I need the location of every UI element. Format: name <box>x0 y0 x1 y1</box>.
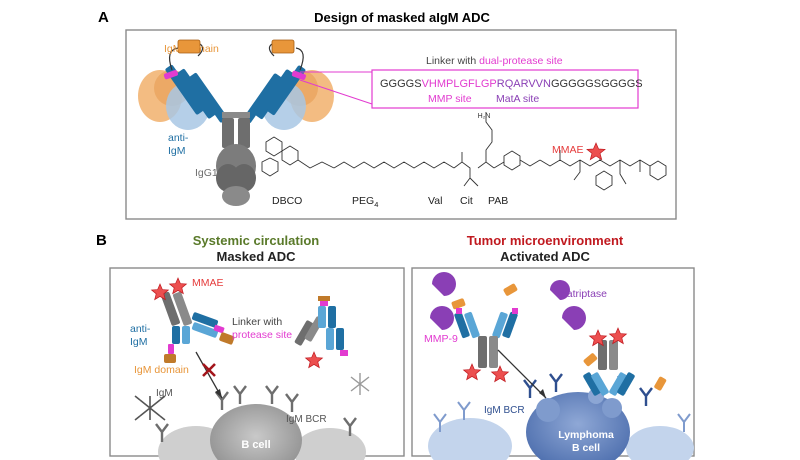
igm-domain-block-left <box>177 39 201 54</box>
protease-icon <box>432 272 456 296</box>
igm-bcr-receptors-left <box>155 385 357 442</box>
lymphoma-label-line2: B cell <box>572 442 600 454</box>
cleaved-igm-domain <box>583 353 598 367</box>
mmae-label-a: MMAE <box>552 144 584 156</box>
right-subheading: Activated ADC <box>500 249 590 264</box>
panel-a-title: Design of masked aIgM ADC <box>314 10 490 25</box>
binding-arrow <box>497 349 547 399</box>
panel-a-frame <box>125 29 677 220</box>
igm-domain-label-b: IgM domain <box>134 364 189 376</box>
linker-sequence: GGGGSVHMPLGFLGPRQARVVNGGGGGSGGGGS <box>380 78 643 90</box>
mmae-star-icon <box>304 351 324 369</box>
drug-linker-structure <box>261 112 667 191</box>
right-heading: Tumor microenvironment <box>467 233 624 248</box>
mmae-star-icon <box>462 363 482 381</box>
igg1-label: IgG1 <box>195 167 218 179</box>
mmae-star-icon <box>608 327 628 345</box>
dbco-label: DBCO <box>272 195 302 207</box>
mmae-label-b: MMAE <box>192 277 224 289</box>
anti-igm-label-b-line1: anti- <box>130 323 151 335</box>
linker-sequence-box <box>371 69 639 109</box>
activated-adc <box>454 308 518 368</box>
panel-b-letter: B <box>96 232 107 249</box>
anti-igm-label-a-line2: IgM <box>168 145 186 157</box>
bound-adc <box>583 340 635 396</box>
block-x-icon <box>202 363 216 377</box>
masked-adc-left <box>160 291 235 363</box>
mmae-star-icon <box>588 329 608 347</box>
mmae-star-icon <box>490 365 510 383</box>
soluble-igm-icon-2 <box>350 373 370 395</box>
lymphoma-label-line1: Lymphoma <box>558 429 614 441</box>
mmp9-protease-icon <box>430 306 454 330</box>
mmae-star-icon <box>150 283 170 301</box>
lymphoma-cell-group <box>428 388 694 460</box>
linker-label-b-line2: protease site <box>232 329 292 341</box>
anti-igm-label-b-line2: IgM <box>130 336 148 348</box>
peg-label: PEG4 <box>352 195 378 209</box>
igm-label: IgM <box>156 388 173 399</box>
mata-site-label: MatA site <box>496 93 539 105</box>
structure-atom-label: H₂N <box>478 113 491 120</box>
igm-bcr-label-left: IgM BCR <box>286 414 327 425</box>
cleaved-igm-domain <box>654 376 667 391</box>
b-cell <box>210 404 302 460</box>
protease-icon <box>550 280 570 300</box>
b-cell-label: B cell <box>241 439 270 451</box>
masked-antibody-structure <box>138 39 334 206</box>
cleaved-igm-domain <box>503 283 518 296</box>
blocked-arrow <box>195 351 223 399</box>
linker-label-b-line1: Linker with <box>232 316 282 328</box>
mmae-star-icon <box>168 277 188 295</box>
masked-adc-right <box>294 296 348 356</box>
b-cell-group <box>158 404 366 460</box>
igm-domain-label-a: IgM domain <box>164 43 219 55</box>
linker-title-a: Linker with dual-protease site <box>426 55 563 67</box>
cleaved-igm-domain <box>451 298 466 310</box>
soluble-igm-icon <box>134 395 166 421</box>
igm-domain-block-right <box>271 39 295 54</box>
left-subheading: Masked ADC <box>217 249 297 264</box>
mmae-star-icon <box>586 142 606 161</box>
mmp-site-label: MMP site <box>428 93 472 105</box>
mmp9-label: MMP-9 <box>424 333 458 345</box>
matriptase-protease-icon <box>562 306 586 330</box>
anti-igm-label-a-line1: anti- <box>168 132 189 144</box>
left-heading: Systemic circulation <box>193 233 319 248</box>
panel-a-letter: A <box>98 9 109 26</box>
cit-label: Cit <box>460 195 473 207</box>
val-label: Val <box>428 195 442 207</box>
igm-bcr-label-right: IgM BCR <box>484 405 525 416</box>
matriptase-label: matriptase <box>558 288 607 300</box>
pab-label: PAB <box>488 195 508 207</box>
